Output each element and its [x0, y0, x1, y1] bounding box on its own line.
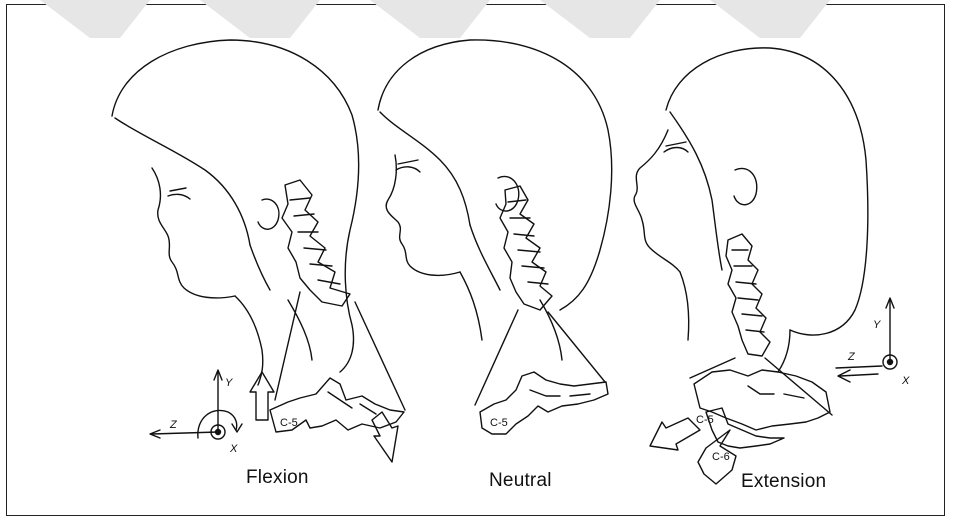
- extension-caption: Extension: [741, 471, 826, 493]
- flexion-down-arrow: [372, 412, 398, 462]
- extension-zoom-lines: [690, 358, 832, 415]
- extension-vertebra-label-c5: C-5: [696, 414, 714, 426]
- extension-vertebra-segment: [694, 370, 830, 484]
- flexion-spine: [282, 180, 350, 306]
- flexion-axis-z-label: Z: [169, 419, 178, 431]
- flexion-vertebra-label: C-5: [280, 417, 298, 429]
- neutral-head: [378, 40, 612, 360]
- extension-vertebra-label-c6: C-6: [712, 451, 730, 463]
- flexion-zoom-lines: [275, 292, 405, 410]
- neutral-zoom-lines: [475, 310, 605, 405]
- extension-axes: [836, 298, 897, 382]
- extension-arrow: [650, 418, 700, 450]
- neutral-vertebra-label: C-5: [490, 417, 508, 429]
- extension-axis-y-label: Y: [873, 319, 881, 331]
- neutral-caption: Neutral: [489, 470, 552, 492]
- flexion-caption: Flexion: [246, 467, 309, 489]
- extension-axis-x-label: X: [901, 375, 910, 387]
- extension-head: [634, 48, 868, 372]
- flexion-axis-y-label: Y: [225, 377, 233, 389]
- flexion-head: [112, 40, 359, 385]
- neutral-spine: [500, 186, 552, 310]
- extension-axis-z-label: Z: [847, 351, 856, 363]
- flexion-axis-x-label: X: [229, 443, 238, 455]
- extension-spine: [726, 234, 770, 356]
